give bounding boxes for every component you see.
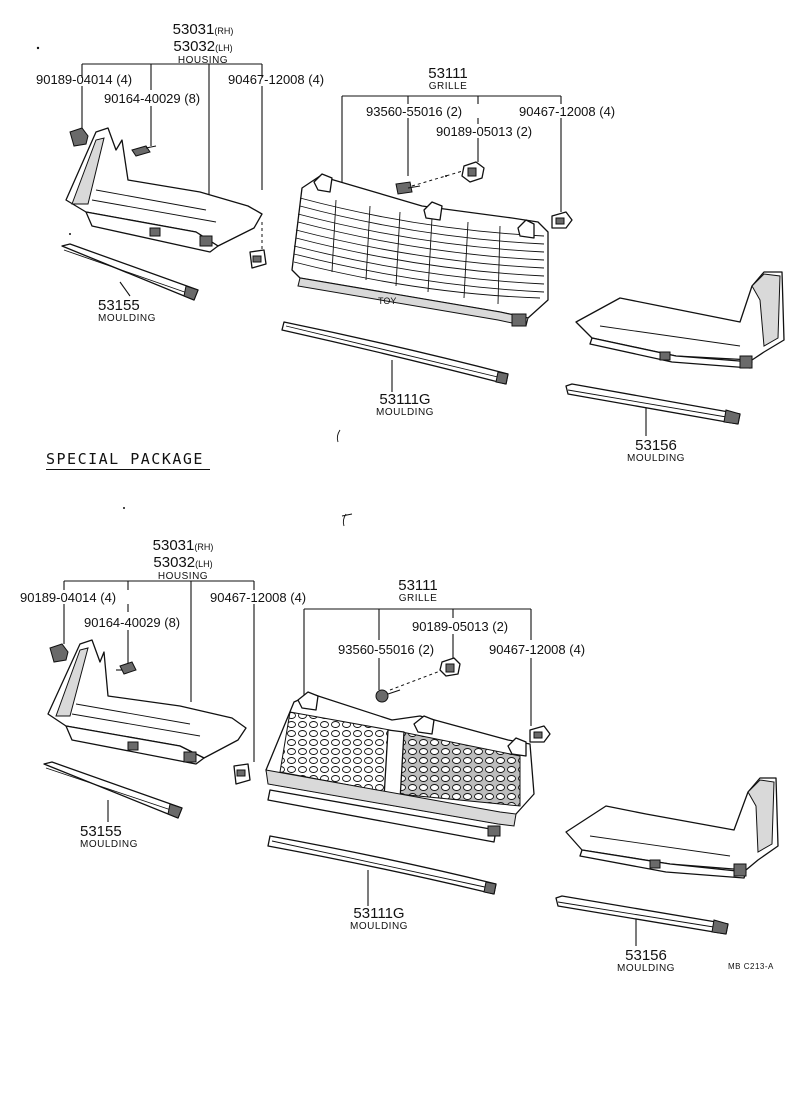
bottom-screw-left-label: 90164-40029 (8): [84, 615, 181, 630]
top-clip-90467-12008-right-drawing: [551, 211, 573, 229]
bottom-moulding-left-label: 53155 MOULDING: [80, 824, 138, 850]
top-housing-rh: (RH): [214, 26, 234, 36]
bottom-moulding-right-pn: 53156: [625, 947, 667, 964]
top-moulding-right-name: MOULDING: [627, 453, 685, 464]
top-clip-left-label: 90189-04014 (4): [36, 72, 133, 87]
bottom-clip-90467-12008-right-drawing: [529, 725, 551, 743]
bottom-screw-93560-drawing: [375, 689, 401, 703]
top-screw-93560-drawing: [395, 181, 421, 195]
bottom-right-housing-drawing: [565, 777, 779, 879]
bottom-housing-label: 53031(RH) 53032(LH) HOUSING: [118, 538, 248, 582]
bottom-left-housing-drawing: [47, 639, 247, 765]
top-clip-grille-label: 90467-12008 (4): [519, 104, 616, 119]
bottom-grille-pn: 53111: [398, 577, 438, 594]
top-nut-grille-label: 90189-05013 (2): [436, 124, 533, 139]
top-housing-pn-lh: 53032: [173, 38, 216, 55]
top-moulding-center-label: 53111G MOULDING: [360, 392, 450, 418]
top-clip-90467-12008-left-drawing: [249, 249, 267, 269]
bottom-clip-90189-04014-drawing: [49, 643, 69, 663]
top-grille-label: 53111 GRILLE: [408, 66, 488, 92]
bottom-clip-right-label: 90467-12008 (4): [210, 590, 307, 605]
top-nut-90189-05013-drawing: [461, 161, 485, 183]
bottom-housing-pn-rh: 53031: [152, 537, 195, 554]
bottom-clip-grille-label: 90467-12008 (4): [489, 642, 586, 657]
bottom-grille-label: 53111 GRILLE: [378, 578, 458, 604]
bottom-moulding-center-pn: 53111G: [353, 905, 405, 922]
top-clip-90189-04014-drawing: [69, 127, 89, 147]
bottom-moulding-center-name: MOULDING: [350, 921, 408, 932]
bottom-clip-left-label: 90189-04014 (4): [20, 590, 117, 605]
top-moulding-53155-drawing: [61, 243, 199, 301]
top-moulding-center-pn: 53111G: [379, 391, 431, 408]
bottom-clip-90467-12008-left-drawing: [233, 763, 251, 785]
top-housing-pn-rh: 53031: [172, 21, 215, 38]
top-moulding-left-label: 53155 MOULDING: [98, 298, 156, 324]
bottom-housing-rh: (RH): [194, 542, 214, 552]
top-moulding-left-pn: 53155: [98, 297, 140, 314]
bottom-grille-name: GRILLE: [398, 593, 438, 604]
bottom-moulding-right-name: MOULDING: [617, 963, 675, 974]
bottom-moulding-left-name: MOULDING: [80, 839, 138, 850]
bottom-grille-53111-drawing: [265, 691, 535, 843]
top-leader-lines: [81, 63, 647, 436]
bottom-moulding-right-label: 53156 MOULDING: [604, 948, 688, 974]
grille-emblem-mark: TOY: [378, 296, 396, 306]
top-grille-pn: 53111: [428, 65, 468, 82]
bottom-moulding-53156-drawing: [555, 895, 729, 935]
top-housing-name: HOUSING: [177, 55, 229, 66]
top-grille-name: GRILLE: [428, 81, 468, 92]
bottom-nut-90189-05013-drawing: [439, 657, 461, 677]
top-left-housing-drawing: [65, 127, 263, 253]
bottom-housing-pn-lh: 53032: [153, 554, 196, 571]
figure-code: MB C213-A: [728, 962, 774, 971]
top-right-housing-drawing: [575, 271, 785, 369]
top-moulding-right-label: 53156 MOULDING: [614, 438, 698, 464]
bottom-leader-lines: [63, 580, 637, 946]
top-screw-90164-40029-drawing: [131, 145, 157, 157]
bottom-housing-lh: (LH): [195, 559, 213, 569]
top-screw-left-label: 90164-40029 (8): [104, 91, 201, 106]
top-grille-53111-drawing: TOY: [291, 173, 549, 327]
top-moulding-left-name: MOULDING: [98, 313, 156, 324]
bottom-moulding-left-pn: 53155: [80, 823, 122, 840]
top-moulding-53156-drawing: [565, 383, 741, 425]
special-package-heading: SPECIAL PACKAGE: [46, 450, 204, 468]
bottom-moulding-center-label: 53111G MOULDING: [334, 906, 424, 932]
top-moulding-53111G-drawing: [281, 321, 509, 385]
top-moulding-center-name: MOULDING: [376, 407, 434, 418]
top-housing-lh: (LH): [215, 43, 233, 53]
top-housing-label: 53031(RH) 53032(LH) HOUSING: [138, 22, 268, 66]
special-package-underline: [46, 469, 210, 470]
bottom-screw-grille-label: 93560-55016 (2): [338, 642, 435, 657]
bottom-moulding-53155-drawing: [43, 761, 183, 819]
top-clip-right-label: 90467-12008 (4): [228, 72, 325, 87]
bottom-screw-90164-40029-drawing: [116, 661, 137, 675]
top-moulding-right-pn: 53156: [635, 437, 677, 454]
bottom-housing-name: HOUSING: [157, 571, 209, 582]
bottom-moulding-53111G-drawing: [267, 835, 497, 895]
bottom-nut-grille-label: 90189-05013 (2): [412, 619, 509, 634]
top-screw-grille-label: 93560-55016 (2): [366, 104, 463, 119]
